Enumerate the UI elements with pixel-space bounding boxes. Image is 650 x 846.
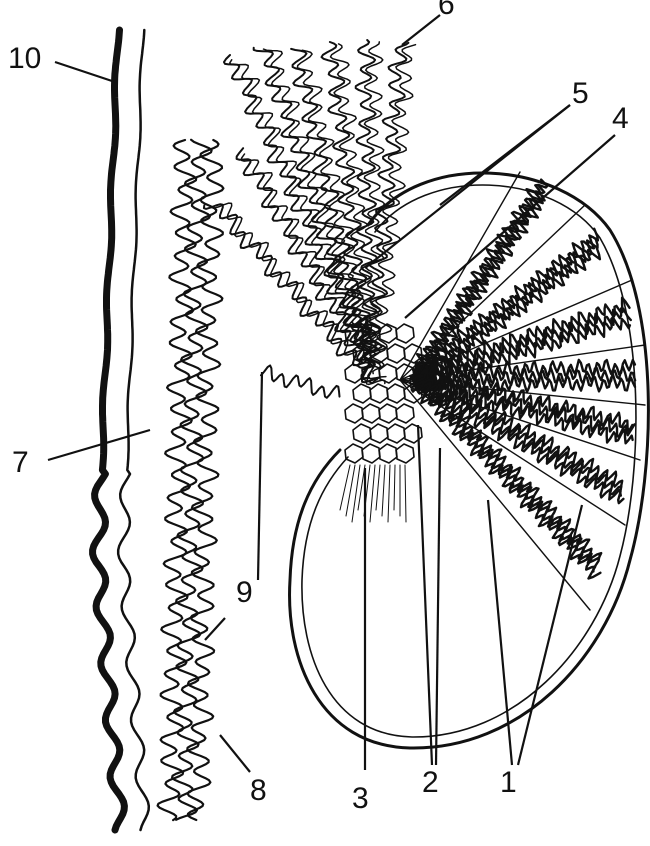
- rete-strand: [376, 465, 380, 510]
- rete-strand: [382, 465, 385, 516]
- label-3: 3: [352, 782, 369, 815]
- rete-cell: [379, 444, 397, 463]
- rete-cell: [387, 384, 405, 403]
- rete-cell: [353, 424, 371, 443]
- rete-strand: [394, 465, 395, 510]
- epididymis-duct: [158, 140, 224, 820]
- label-10: 10: [8, 42, 41, 75]
- rete-cell: [362, 404, 380, 423]
- rete-cell: [370, 424, 388, 443]
- rete-cell: [387, 344, 405, 363]
- rete-strand: [405, 465, 406, 522]
- rete-cell: [362, 444, 380, 463]
- vas-deferens: [93, 30, 149, 830]
- efferent-ductule-wall: [264, 49, 376, 350]
- epididymis-duct-coil: [158, 140, 197, 820]
- label-1: 1: [500, 766, 517, 799]
- label-9: 9: [236, 576, 253, 609]
- rete-strand: [388, 465, 390, 522]
- label-7: 7: [12, 446, 29, 479]
- rete-cell: [345, 404, 363, 423]
- label-8: 8: [250, 774, 267, 807]
- label-5: 5: [572, 77, 589, 110]
- rete-strand: [370, 465, 375, 522]
- rete-cell: [396, 404, 414, 423]
- rete-cell: [345, 364, 363, 383]
- rete-cell: [396, 444, 414, 463]
- rete-cell: [379, 404, 397, 423]
- ductulus-aberrans: [261, 365, 340, 397]
- rete-cell: [396, 324, 414, 343]
- label-2: 2: [422, 766, 439, 799]
- label-4: 4: [612, 102, 629, 135]
- rete-cell: [387, 424, 405, 443]
- efferent-ductules: [204, 40, 416, 398]
- rete-cell: [370, 384, 388, 403]
- rete-cell: [345, 444, 363, 463]
- label-6: 6: [438, 0, 455, 21]
- rete-cell: [353, 384, 371, 403]
